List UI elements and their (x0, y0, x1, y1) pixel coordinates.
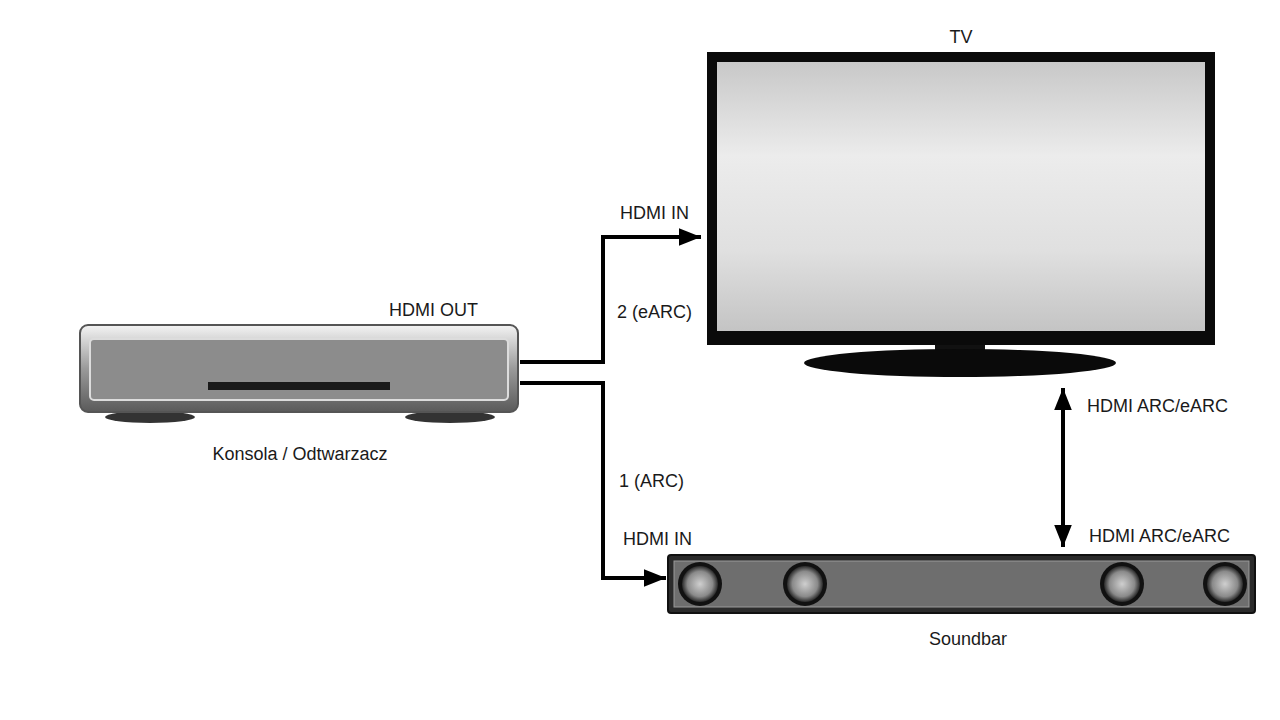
device-name: Soundbar (929, 628, 1007, 650)
cable-label: 2 (eARC) (615, 301, 694, 323)
player-device: Konsola / Odtwarzacz (80, 325, 520, 420)
hdmi-cable (1061, 388, 1065, 547)
device-name: Konsola / Odtwarzacz (212, 443, 387, 465)
cable-label: 1 (ARC) (617, 470, 686, 492)
soundbar-device: Soundbar (668, 555, 1255, 613)
hdmi-cable (520, 237, 701, 362)
port-name: HDMI OUT (387, 299, 480, 321)
port-name: HDMI IN (618, 202, 691, 224)
device-name: TV (949, 26, 972, 48)
device-drawing (707, 52, 1215, 345)
tv-stand (804, 349, 1116, 377)
port-name: HDMI ARC/eARC (1085, 395, 1230, 417)
port-name: HDMI IN (621, 528, 694, 550)
tv-screen: TV (707, 52, 1215, 345)
device-drawing (80, 325, 520, 420)
port-name: HDMI ARC/eARC (1087, 525, 1232, 547)
device-drawing (668, 555, 1255, 613)
